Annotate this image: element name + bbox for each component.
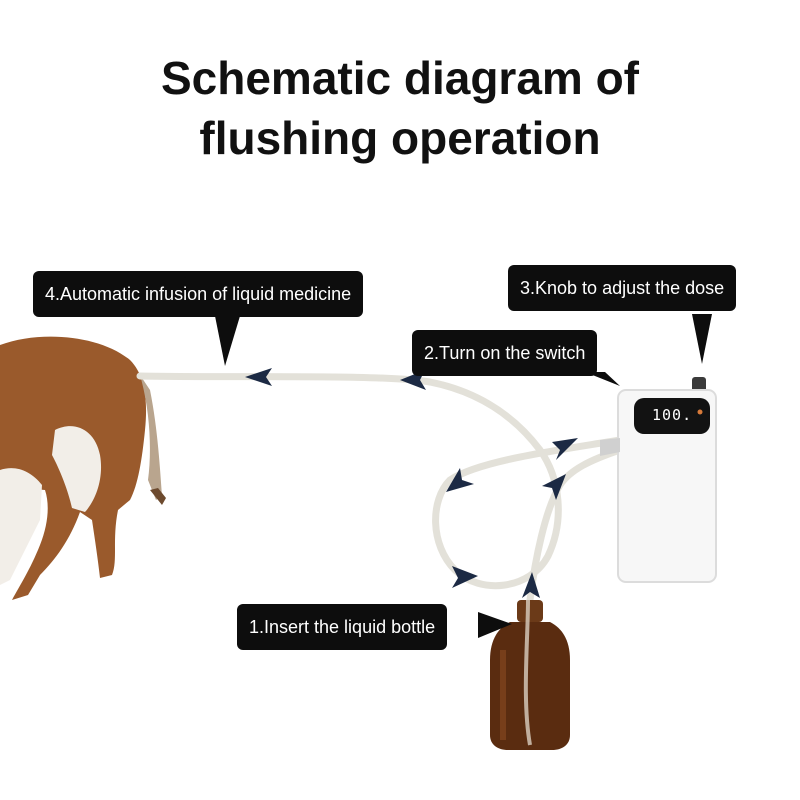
flow-arrow — [522, 572, 540, 598]
infusion-tube — [136, 372, 624, 604]
diagram-title: Schematic diagram of flushing operation — [0, 48, 800, 168]
step-3-callout: 3.Knob to adjust the dose — [508, 265, 737, 311]
device-display-value: 100. — [652, 406, 693, 424]
flow-arrow — [245, 368, 272, 386]
callout-pointers — [215, 314, 712, 638]
flow-arrow — [552, 438, 578, 460]
infusion-device — [600, 377, 717, 583]
cow-illustration — [0, 336, 166, 600]
flow-arrow — [446, 468, 474, 492]
step-4-callout: 4.Automatic infusion of liquid medicine — [33, 271, 364, 317]
flow-arrow — [452, 566, 478, 588]
title-line-2: flushing operation — [199, 112, 601, 164]
step-1-callout: 1.Insert the liquid bottle — [237, 604, 448, 650]
step-2-callout: 2.Turn on the switch — [412, 330, 598, 376]
device-display — [634, 398, 710, 434]
flow-arrows — [245, 368, 578, 598]
title-line-1: Schematic diagram of — [160, 52, 640, 104]
flow-arrow — [542, 474, 566, 500]
liquid-bottle — [490, 599, 570, 750]
